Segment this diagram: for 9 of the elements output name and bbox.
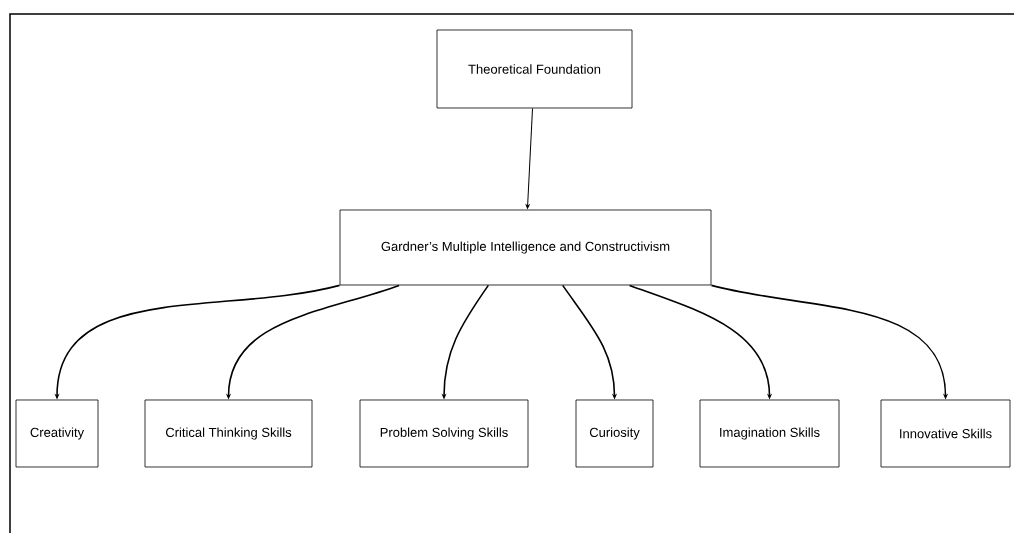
skill-box: Creativity (15, 399, 99, 468)
skill-box: Curiosity (575, 399, 654, 468)
skill-box: Problem Solving Skills (359, 399, 529, 468)
concept-box: Gardner’s Multiple Intelligence and Constructivism (339, 209, 712, 286)
arrow (525, 107, 533, 209)
heading-box: Theoretical Foundation (436, 29, 633, 109)
skill-box: Innovative Skills (880, 399, 1011, 468)
skill-box: Critical Thinking Skills (144, 399, 313, 468)
skill-box: Imagination Skills (699, 399, 840, 468)
